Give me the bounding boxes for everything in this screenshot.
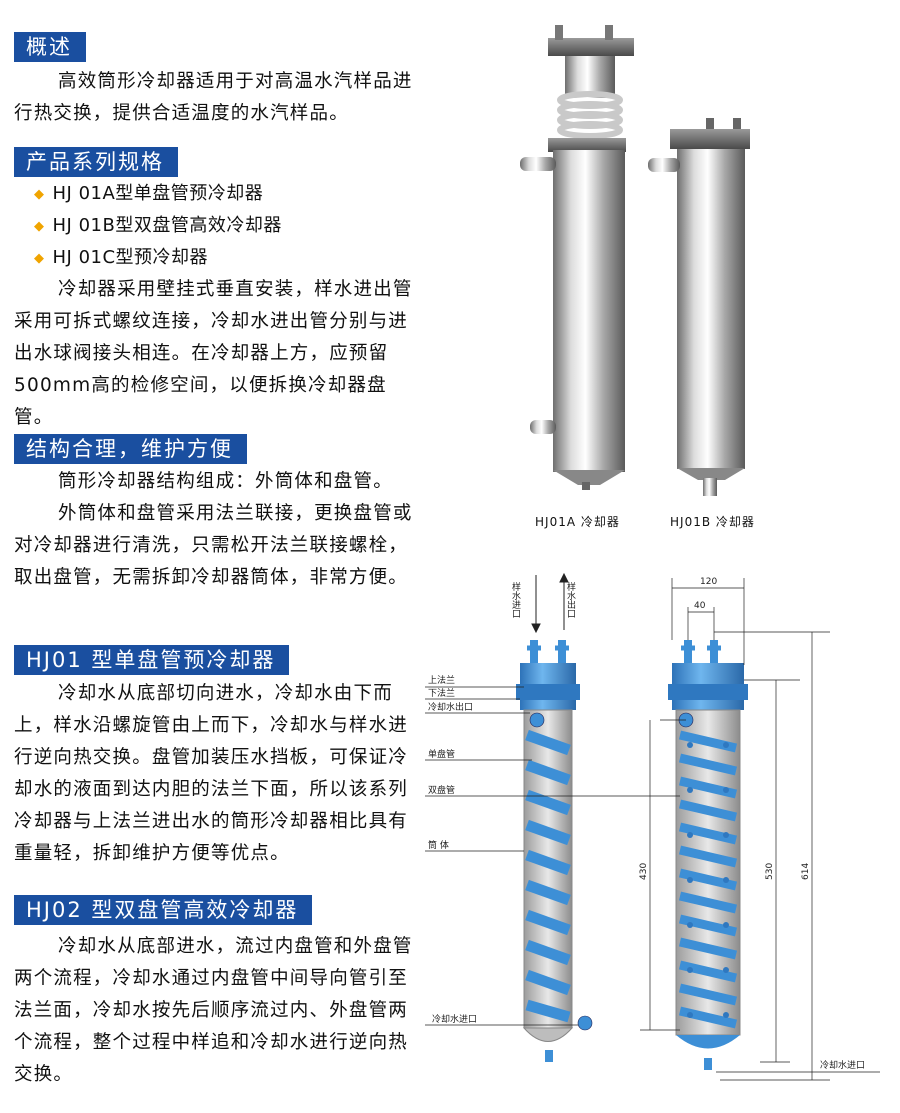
hj02-diagram [668,640,748,1070]
label-double-coil: 双盘管 [428,784,455,796]
hj01b-photo [648,118,750,496]
structure-paragraph-2: 外筒体和盘管采用法兰联接，更换盘管或对冷却器进行清洗，只需松开法兰联接螺栓，取出… [14,498,414,594]
sample-out-label: 样水出口 [565,581,576,618]
photo-caption-hj01b: HJ01B 冷却器 [670,515,755,529]
section-header-hj02: HJ02 型双盘管高效冷却器 [14,895,313,925]
section-header-overview: 概述 [14,32,86,62]
label-upper-flange: 上法兰 [428,674,455,686]
series-paragraph: 冷却器采用壁挂式垂直安装，样水进出管采用可拆式螺纹连接，冷却水进出管分别与进出水… [14,274,414,434]
hj02-text: 冷却水从底部进水，流过内盘管和外盘管两个流程，冷却水通过内盘管中间导向管引至法兰… [14,936,413,1085]
section-title: HJ02 型双盘管高效冷却器 [26,898,299,922]
section-title: 结构合理，维护方便 [26,437,233,461]
double-coil-drawing [678,730,738,1029]
label-single-coil: 单盘管 [428,748,455,760]
dim-614: 614 [801,863,811,880]
diamond-bullet-icon: ◆ [34,251,45,266]
label-cooling-in-left: 冷却水进口 [432,1013,477,1025]
structure-text-2: 外筒体和盘管采用法兰联接，更换盘管或对冷却器进行清洗，只需松开法兰联接螺栓，取出… [14,503,413,588]
list-item-text: HJ 01B型双盘管高效冷却器 [52,215,282,236]
label-cooling-out: 冷却水出口 [428,701,473,713]
section-title: HJ01 型单盘管预冷却器 [26,648,276,672]
label-cooling-in-right: 冷却水进口 [820,1059,865,1071]
dimension-lines [640,578,830,1081]
sample-flow-arrows [531,572,569,634]
overview-paragraph: 高效筒形冷却器适用于对高温水汽样品进行热交换，提供合适温度的水汽样品。 [14,66,414,130]
hj02-paragraph: 冷却水从底部进水，流过内盘管和外盘管两个流程，冷却水通过内盘管中间导向管引至法兰… [14,931,414,1091]
inner-coil-dots [687,742,729,1018]
dim-530: 530 [765,863,775,880]
sample-in-label: 样水进口 [510,581,521,618]
label-leader-lines [425,686,880,1073]
label-shell: 筒 体 [428,839,449,851]
section-header-hj01: HJ01 型单盘管预冷却器 [14,645,290,675]
structure-paragraph-1: 筒形冷却器结构组成：外筒体和盘管。 [14,466,414,498]
list-item: ◆ HJ 01C型预冷却器 [34,243,208,274]
dim-120: 120 [700,577,717,587]
single-coil-drawing [525,729,571,1023]
dim-430: 430 [639,863,649,880]
list-item: ◆ HJ 01A型单盘管预冷却器 [34,179,263,210]
label-lower-flange: 下法兰 [428,687,455,699]
structure-text-1: 筒形冷却器结构组成：外筒体和盘管。 [58,471,393,492]
diamond-bullet-icon: ◆ [34,219,45,234]
list-item: ◆ HJ 01B型双盘管高效冷却器 [34,211,282,242]
section-header-series: 产品系列规格 [14,147,178,177]
hj01-paragraph: 冷却水从底部切向进水，冷却水由下而上，样水沿螺旋管由上而下，冷却水与样水进行逆向… [14,678,414,870]
photo-caption-hj01a: HJ01A 冷却器 [535,515,620,529]
section-title: 概述 [26,35,72,59]
diamond-bullet-icon: ◆ [34,187,45,202]
series-text: 冷却器采用壁挂式垂直安装，样水进出管采用可拆式螺纹连接，冷却水进出管分别与进出水… [14,279,413,428]
hj01-diagram [516,640,593,1062]
section-title: 产品系列规格 [26,150,164,174]
list-item-text: HJ 01A型单盘管预冷却器 [52,183,264,204]
hj01-text: 冷却水从底部切向进水，冷却水由下而上，样水沿螺旋管由上而下，冷却水与样水进行逆向… [14,683,409,864]
hj01a-photo [520,25,634,490]
overview-text: 高效筒形冷却器适用于对高温水汽样品进行热交换，提供合适温度的水汽样品。 [14,71,413,124]
section-header-structure: 结构合理，维护方便 [14,434,247,464]
list-item-text: HJ 01C型预冷却器 [52,247,209,268]
dim-40: 40 [694,601,706,611]
